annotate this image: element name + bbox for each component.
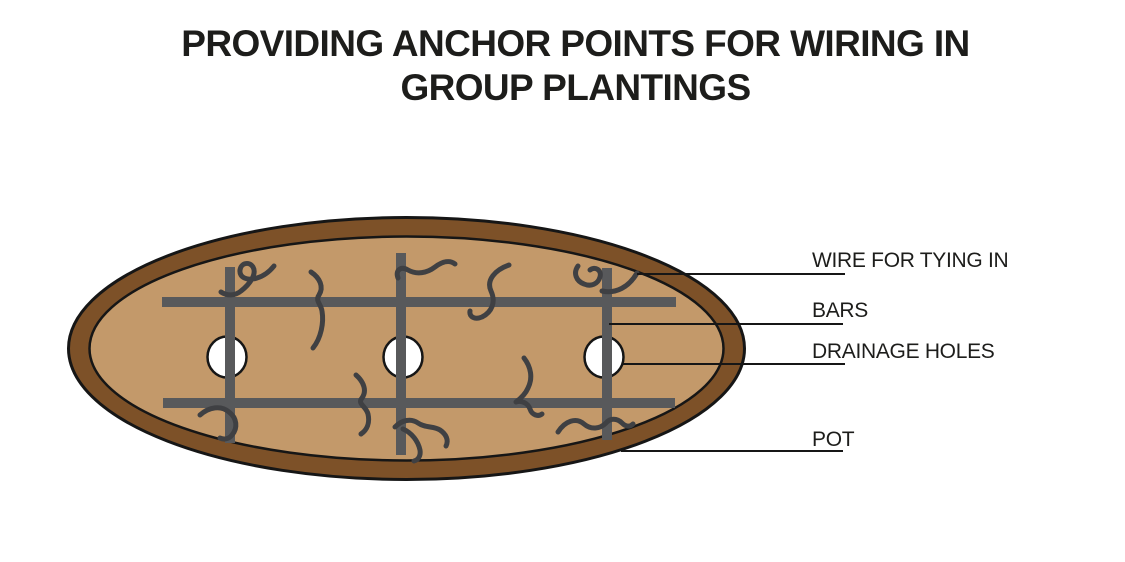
tying-wire bbox=[467, 262, 512, 321]
bar-vertical-left bbox=[225, 267, 235, 443]
tying-wire bbox=[392, 417, 450, 464]
tying-wire bbox=[353, 372, 372, 437]
tying-wire bbox=[218, 260, 277, 298]
tying-wire bbox=[197, 405, 239, 442]
title-line-1: PROVIDING ANCHOR POINTS FOR WIRING IN bbox=[181, 23, 970, 64]
tying-wire bbox=[513, 355, 545, 418]
label-bars: BARS bbox=[812, 299, 868, 322]
label-wire-for-tying-in: WIRE FOR TYING IN bbox=[812, 249, 1009, 272]
bar-horizontal-top bbox=[162, 297, 676, 307]
bar-horizontal-bottom bbox=[163, 398, 675, 408]
title-line-2: GROUP PLANTINGS bbox=[400, 67, 751, 108]
tying-wire bbox=[555, 416, 636, 435]
tying-wire bbox=[308, 269, 326, 351]
bar-vertical-right bbox=[602, 268, 612, 440]
bar-vertical-middle bbox=[396, 253, 406, 455]
page-title: PROVIDING ANCHOR POINTS FOR WIRING IN GR… bbox=[0, 22, 1125, 110]
label-drainage-holes: DRAINAGE HOLES bbox=[812, 340, 995, 363]
tying-wire bbox=[394, 259, 458, 281]
label-pot: POT bbox=[812, 428, 855, 451]
tying-wire-pointed bbox=[573, 263, 640, 295]
